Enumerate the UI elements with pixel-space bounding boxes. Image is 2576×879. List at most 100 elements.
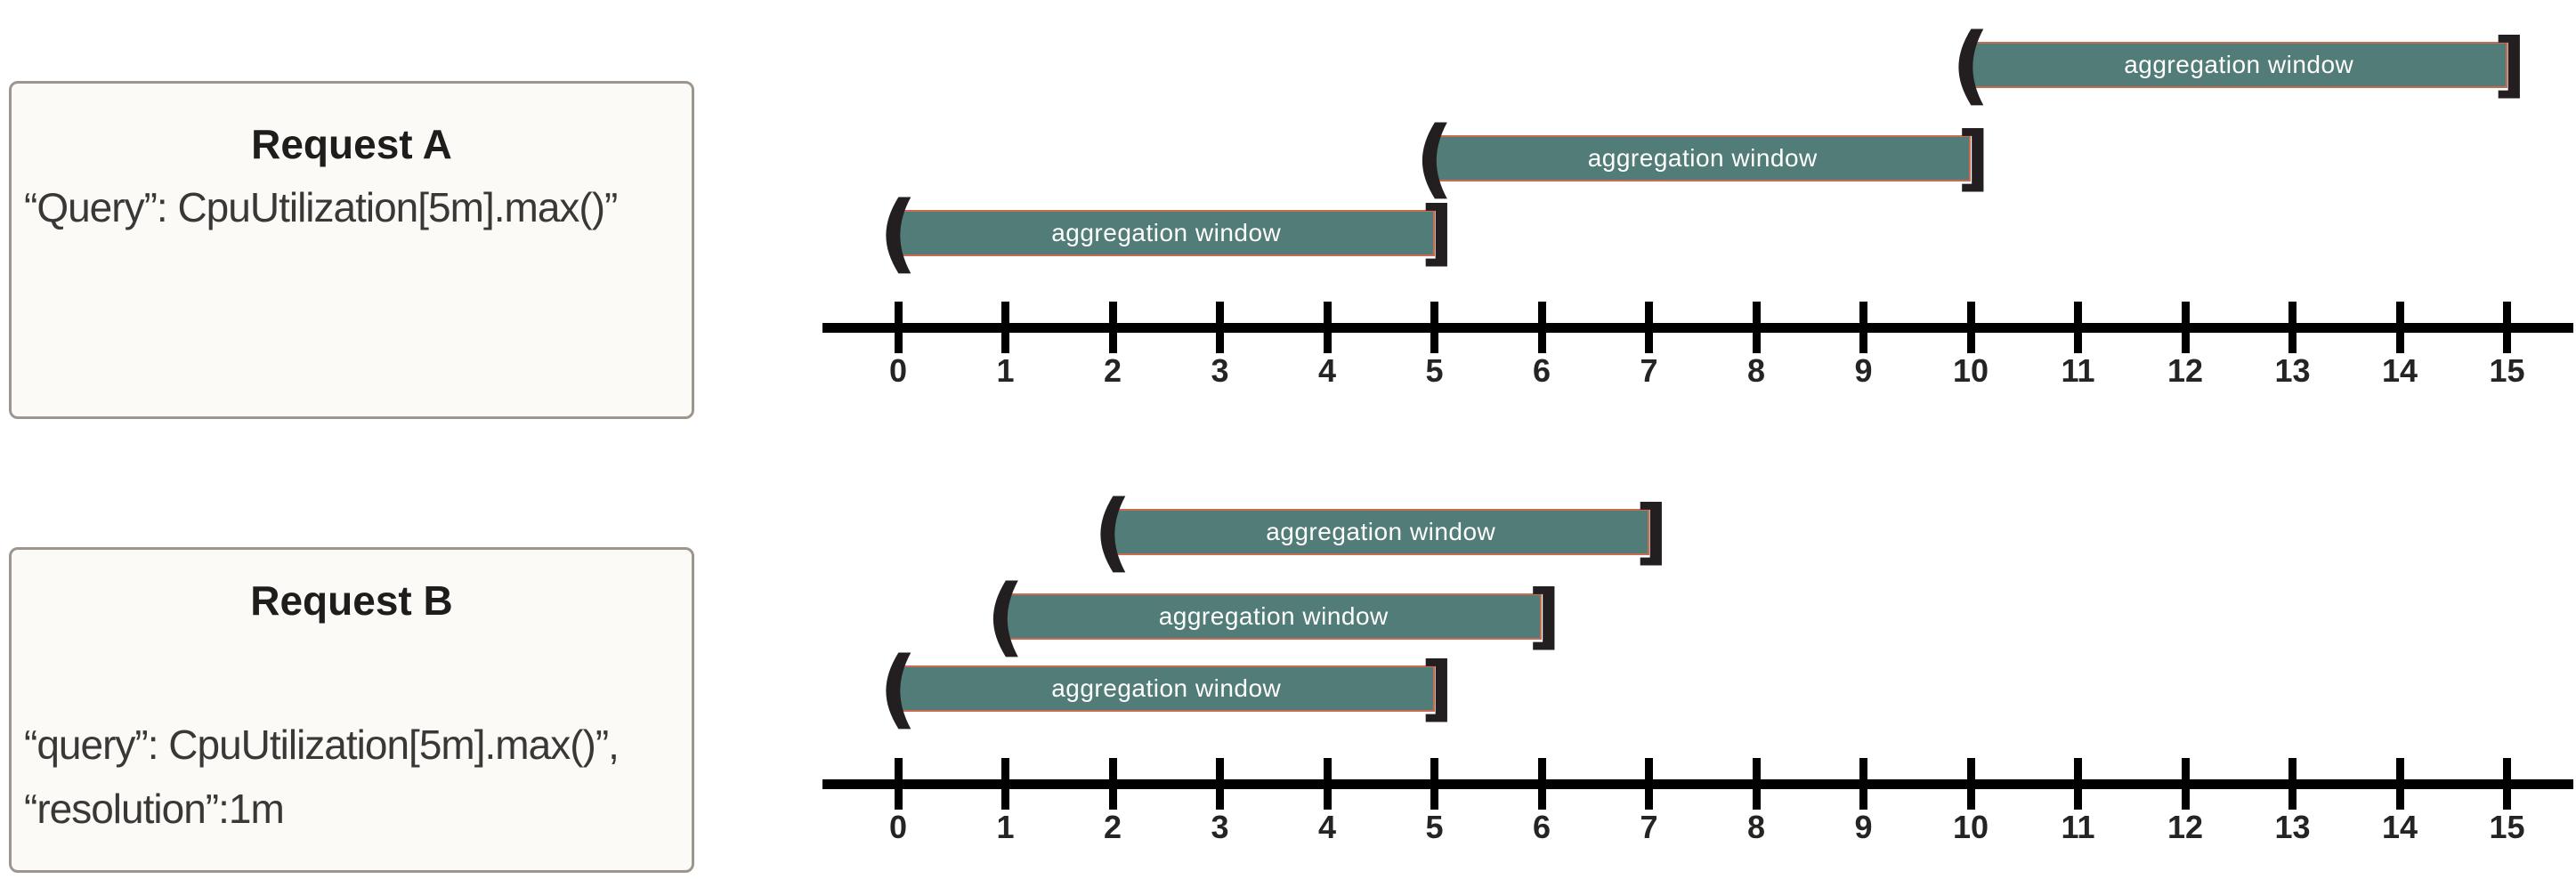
tick-mark — [894, 758, 903, 810]
tick-mark — [1645, 758, 1653, 810]
tick-mark — [1001, 758, 1009, 810]
tick-label: 3 — [1211, 352, 1229, 389]
timeline-axis-line — [822, 322, 2573, 333]
tick-mark — [1216, 302, 1224, 353]
tick-mark — [2503, 302, 2511, 353]
tick-mark — [1537, 758, 1546, 810]
close-square-bracket: ] — [2493, 23, 2526, 106]
aggregation-window-bar: aggregation window — [1113, 509, 1649, 555]
tick-label: 13 — [2274, 809, 2311, 845]
aggregation-window-label: aggregation window — [1266, 518, 1496, 545]
tick-label: 0 — [888, 809, 908, 845]
tick-mark — [2288, 758, 2297, 810]
tick-label: 2 — [1103, 809, 1122, 845]
aggregation-window-label: aggregation window — [2124, 51, 2354, 78]
tick-mark — [1537, 302, 1546, 353]
tick-mark — [2395, 758, 2404, 810]
tick-label: 15 — [2489, 352, 2525, 389]
close-square-bracket: ] — [1956, 117, 1990, 199]
request-b-query-line-1: “query”: CpuUtilization[5m].max()”, — [24, 722, 620, 768]
tick-mark — [1859, 758, 1867, 810]
aggregation-window-bar: aggregation window — [898, 665, 1435, 712]
open-paren-bracket: ( — [1414, 109, 1454, 208]
tick-mark — [1323, 302, 1332, 353]
aggregation-window-label: aggregation window — [1051, 219, 1282, 246]
tick-label: 2 — [1103, 352, 1122, 389]
open-paren-bracket: ( — [879, 183, 918, 283]
tick-mark — [1752, 302, 1761, 353]
tick-label: 3 — [1211, 809, 1229, 845]
tick-mark — [1430, 758, 1438, 810]
tick-label: 1 — [996, 352, 1015, 389]
tick-label: 7 — [1640, 352, 1658, 389]
tick-label: 12 — [2167, 352, 2204, 389]
tick-label: 7 — [1640, 809, 1658, 845]
tick-mark — [2074, 302, 2082, 353]
timeline-axis-line — [822, 778, 2573, 789]
tick-label: 9 — [1854, 809, 1873, 845]
tick-label: 8 — [1746, 809, 1766, 845]
open-paren-bracket: ( — [1093, 482, 1132, 582]
tick-mark — [1108, 758, 1117, 810]
tick-label: 14 — [2381, 809, 2418, 845]
request-b-title: Request B — [250, 577, 453, 624]
tick-mark — [2288, 302, 2297, 353]
tick-mark — [1859, 302, 1867, 353]
aggregation-window-bar: aggregation window — [1005, 593, 1542, 640]
tick-label: 14 — [2381, 352, 2418, 389]
tick-mark — [1216, 758, 1224, 810]
aggregation-window-label: aggregation window — [1051, 674, 1282, 702]
tick-mark — [2181, 302, 2190, 353]
tick-mark — [1108, 302, 1117, 353]
tick-label: 6 — [1532, 352, 1551, 389]
tick-label: 10 — [1952, 809, 1989, 845]
tick-mark — [1323, 758, 1332, 810]
request-a-query-text: “Query”: CpuUtilization[5m].max()” — [24, 181, 686, 234]
tick-label: 5 — [1425, 352, 1444, 389]
tick-mark — [1645, 302, 1653, 353]
aggregation-window-bar: aggregation window — [1434, 135, 1971, 181]
close-square-bracket: ] — [1421, 647, 1454, 730]
open-paren-bracket: ( — [879, 639, 918, 738]
tick-mark — [2395, 302, 2404, 353]
tick-label: 4 — [1317, 352, 1337, 389]
request-a-query-line: “Query”: CpuUtilization[5m].max()” — [24, 184, 618, 230]
tick-mark — [2181, 758, 2190, 810]
tick-label: 10 — [1952, 352, 1989, 389]
tick-label: 0 — [888, 352, 908, 389]
tick-label: 9 — [1854, 352, 1873, 389]
aggregation-window-bar: aggregation window — [898, 210, 1435, 256]
open-paren-bracket: ( — [985, 567, 1025, 666]
tick-mark — [1001, 302, 1009, 353]
tick-label: 13 — [2274, 352, 2311, 389]
tick-mark — [1966, 302, 1975, 353]
aggregation-window-bar: aggregation window — [1971, 42, 2507, 88]
tick-label: 8 — [1746, 352, 1766, 389]
tick-label: 4 — [1317, 809, 1337, 845]
open-paren-bracket: ( — [1951, 15, 1990, 115]
close-square-bracket: ] — [1421, 191, 1454, 274]
tick-label: 11 — [2061, 809, 2095, 845]
tick-label: 12 — [2167, 809, 2204, 845]
tick-label: 1 — [996, 809, 1015, 845]
tick-label: 5 — [1425, 809, 1444, 845]
tick-label: 11 — [2061, 352, 2095, 389]
request-a-box: Request A “Query”: CpuUtilization[5m].ma… — [9, 81, 694, 419]
tick-mark — [2503, 758, 2511, 810]
request-b-query-text: “query”: CpuUtilization[5m].max()”, “reso… — [24, 713, 686, 841]
request-b-box: Request B “query”: CpuUtilization[5m].ma… — [9, 547, 694, 873]
close-square-bracket: ] — [1635, 490, 1668, 573]
aggregation-window-label: aggregation window — [1587, 144, 1818, 172]
request-b-resolution-line: “resolution”:1m — [24, 786, 285, 832]
tick-mark — [1430, 302, 1438, 353]
tick-label: 6 — [1532, 809, 1551, 845]
close-square-bracket: ] — [1527, 575, 1561, 657]
tick-mark — [894, 302, 903, 353]
tick-mark — [1966, 758, 1975, 810]
tick-mark — [2074, 758, 2082, 810]
aggregation-window-label: aggregation window — [1158, 602, 1389, 630]
request-a-title: Request A — [251, 121, 452, 167]
